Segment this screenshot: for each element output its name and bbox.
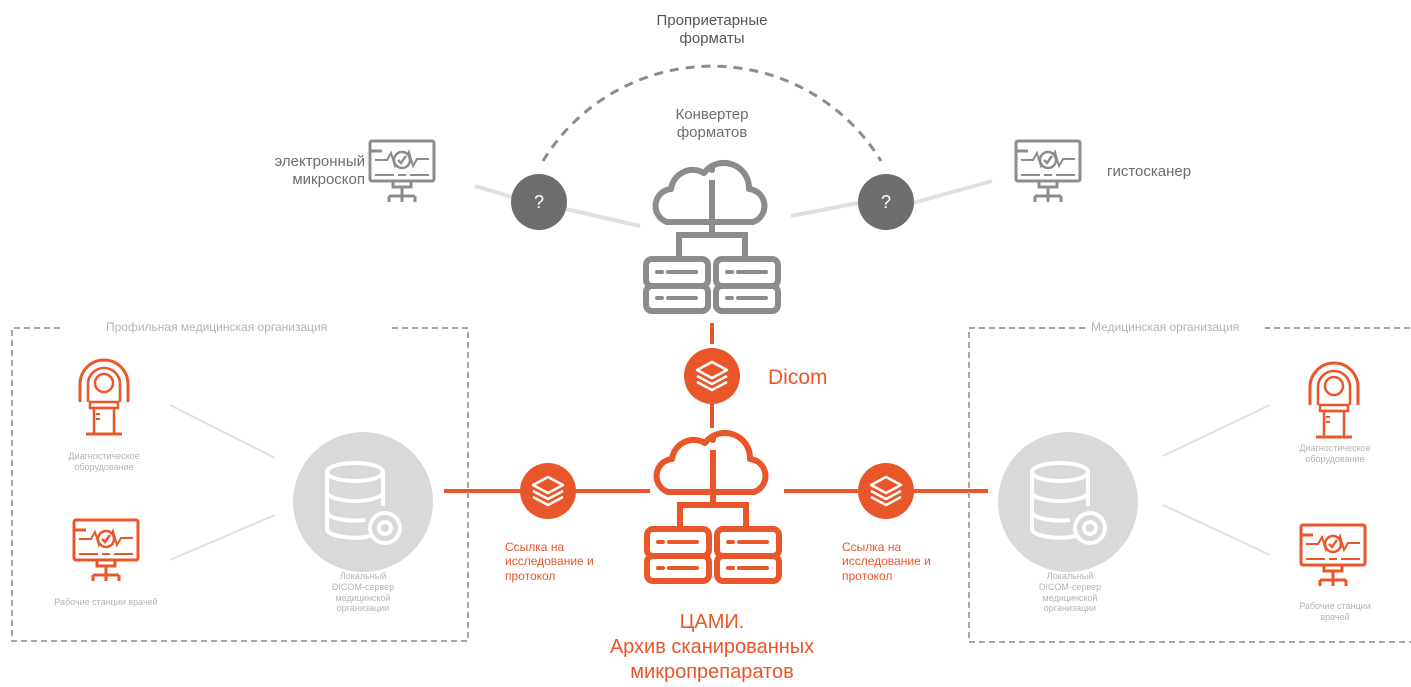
microscope-label: электронный микроскоп (274, 153, 365, 188)
archive-title: ЦАМИ. Архив сканированных микропрепарато… (609, 611, 815, 683)
left-scanner-icon (78, 358, 130, 436)
right-org-frame (968, 327, 1411, 643)
dicom-label: Dicom (768, 366, 828, 389)
right-database-gear-icon (996, 430, 1140, 574)
histoscanner-label: гистосканер (1107, 163, 1192, 180)
link-right-layers-icon (856, 461, 916, 521)
right-workstations-label: Рабочие станции врачей (1299, 601, 1371, 622)
right-scanner-icon (1308, 361, 1360, 439)
microscope-monitor-icon (368, 139, 436, 204)
converter-cloud-server-icon (646, 163, 778, 311)
left-workstation-monitor-icon (72, 518, 140, 583)
link-left-layers-icon (518, 461, 578, 521)
left-org-frame (11, 327, 469, 642)
histoscanner-monitor-icon (1014, 139, 1082, 204)
unknown-format-node-left (511, 174, 567, 230)
left-org-title: Профильная медицинская организация (100, 320, 334, 335)
left-database-gear-icon (291, 430, 435, 574)
link-left-label: Ссылка на исследование и протокол (505, 540, 594, 583)
left-equipment-label: Диагностическое оборудование (68, 451, 140, 472)
question-mark-right: ? (881, 192, 891, 212)
right-server-label: Локальный DICOM-сервер медицинской орган… (1038, 571, 1102, 614)
unknown-format-node-right (858, 174, 914, 230)
link-right-label: Ссылка на исследование и протокол (842, 540, 931, 583)
connector-lines (169, 64, 1271, 561)
left-server-label: Локальный DICOM-сервер медицинской орган… (331, 571, 395, 614)
question-mark-left: ? (534, 192, 544, 212)
dicom-layers-icon (682, 346, 742, 406)
proprietary-formats-label: Проприетарные форматы (656, 12, 768, 47)
converter-label: Конвертер форматов (675, 106, 749, 141)
right-equipment-label: Диагностическое оборудование (1299, 443, 1371, 464)
left-workstations-label: Рабочие станции врачей (54, 597, 158, 607)
right-workstation-monitor-icon (1299, 523, 1367, 588)
archive-cloud-server-icon (647, 433, 779, 581)
right-org-title: Медицинская организация (1085, 320, 1246, 335)
